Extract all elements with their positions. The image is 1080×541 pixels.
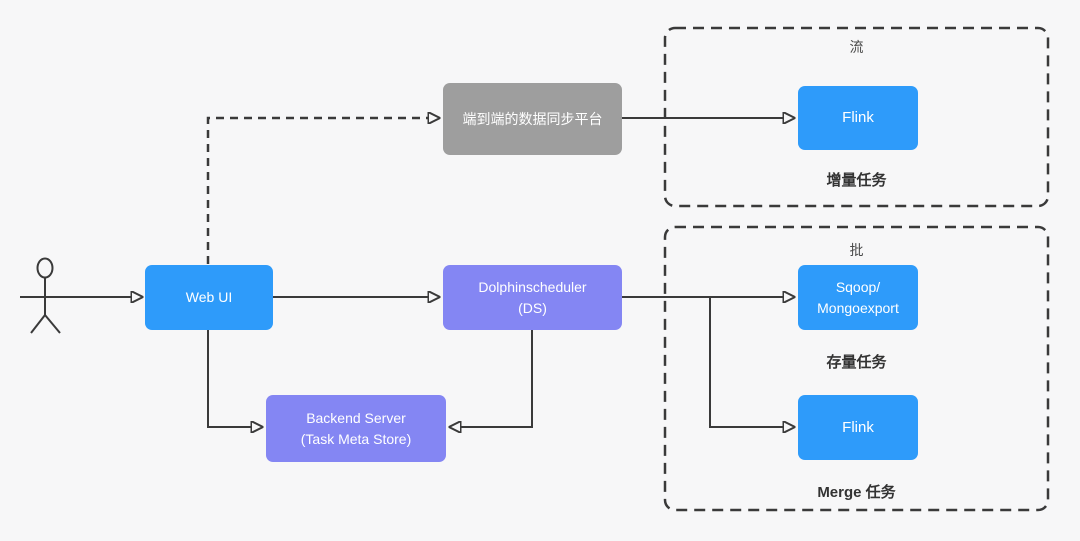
web-ui-node[interactable]: Web UI (145, 265, 273, 330)
arrow-webui-to-sync-platform (206, 118, 429, 264)
stock-task-caption: 存量任务 (826, 354, 887, 371)
dolphinscheduler-label-line1: Dolphinscheduler (478, 279, 587, 296)
backend-server-label-line2: (Task Meta Store) (300, 430, 412, 447)
arrow-ds-to-flink-merge (709, 297, 784, 427)
flink-stream-label: Flink (842, 109, 874, 127)
stream-group-title: 流 (849, 39, 864, 55)
web-ui-label: Web UI (185, 289, 233, 306)
backend-server-node[interactable]: Backend Server (Task Meta Store) (266, 395, 446, 462)
actor-user-icon (30, 257, 61, 334)
sqoop-mongoexport-node[interactable]: Sqoop/ Mongoexport (798, 265, 918, 330)
sync-platform-label: 端到端的数据同步平台 (462, 110, 603, 127)
arrow-ds-to-backend (460, 330, 533, 427)
arrow-webui-to-backend (207, 330, 252, 427)
backend-server-label-line1: Backend Server (306, 410, 406, 427)
dolphinscheduler-label-line2: (DS) (518, 299, 547, 316)
merge-task-caption: Merge 任务 (817, 484, 896, 501)
sync-platform-node[interactable]: 端到端的数据同步平台 (443, 83, 622, 155)
batch-group-border (663, 225, 1050, 512)
batch-group-title: 批 (849, 242, 864, 258)
flink-merge-label: Flink (842, 418, 874, 436)
sqoop-label-line2: Mongoexport (817, 299, 899, 316)
flink-stream-node[interactable]: Flink (798, 86, 918, 150)
sqoop-label-line1: Sqoop/ (835, 279, 881, 296)
incremental-task-caption: 增量任务 (826, 172, 887, 189)
dolphinscheduler-node[interactable]: Dolphinscheduler (DS) (443, 265, 622, 330)
flink-merge-node[interactable]: Flink (798, 395, 918, 460)
